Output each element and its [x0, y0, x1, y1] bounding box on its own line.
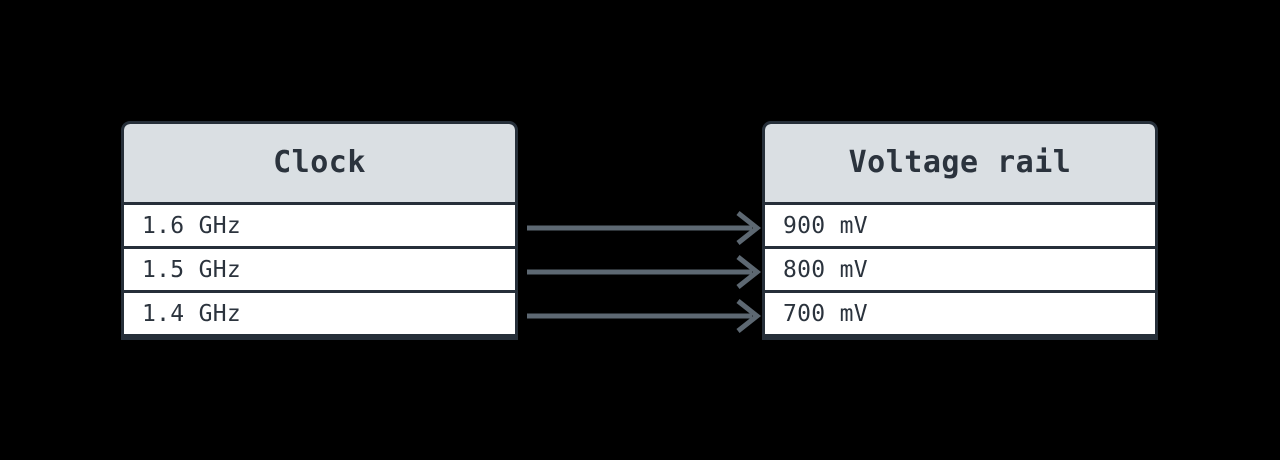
arrow-icon — [736, 255, 762, 289]
row-label: 1.4 GHz — [142, 300, 242, 327]
arrow-icon — [736, 299, 762, 333]
edge-arrow-3 — [527, 299, 762, 333]
node-clock[interactable]: Clock 1.6 GHz 1.5 GHz 1.4 GHz — [121, 121, 518, 340]
table-row[interactable]: 900 mV — [765, 205, 1155, 246]
row-label: 800 mV — [783, 256, 868, 283]
table-row[interactable]: 700 mV — [765, 293, 1155, 334]
edge-arrow-1 — [527, 211, 762, 245]
table-row[interactable]: 1.4 GHz — [124, 293, 515, 334]
node-voltage-rail[interactable]: Voltage rail 900 mV 800 mV 700 mV — [762, 121, 1158, 340]
node-clock-rows: 1.6 GHz 1.5 GHz 1.4 GHz — [124, 205, 515, 334]
table-row[interactable]: 1.6 GHz — [124, 205, 515, 246]
node-voltage-rail-rows: 900 mV 800 mV 700 mV — [765, 205, 1155, 334]
table-row[interactable]: 1.5 GHz — [124, 249, 515, 290]
row-label: 1.5 GHz — [142, 256, 242, 283]
row-label: 700 mV — [783, 300, 868, 327]
row-label: 1.6 GHz — [142, 212, 242, 239]
node-voltage-rail-title: Voltage rail — [765, 124, 1155, 202]
node-clock-title: Clock — [124, 124, 515, 202]
row-label: 900 mV — [783, 212, 868, 239]
edge-arrow-2 — [527, 255, 762, 289]
table-row[interactable]: 800 mV — [765, 249, 1155, 290]
arrow-icon — [736, 211, 762, 245]
